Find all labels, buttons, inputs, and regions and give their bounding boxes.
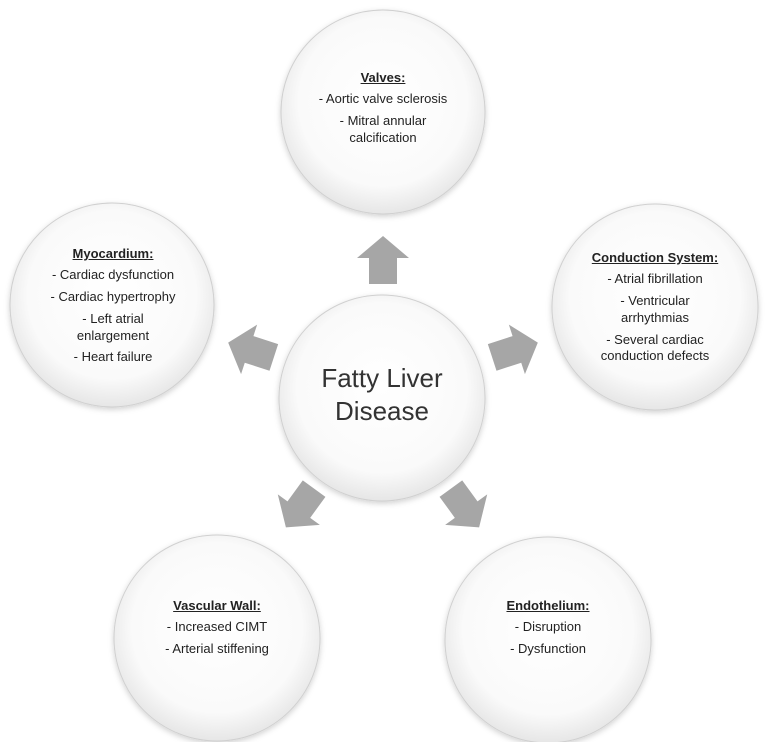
node-myocardium: Myocardium: - Cardiac dysfunction - Card…	[18, 246, 208, 371]
node-item: - Cardiac hypertrophy	[50, 288, 176, 304]
node-endothelium: Endothelium: - Disruption - Dysfunction	[453, 598, 643, 663]
node-heading: Conduction System:	[591, 250, 719, 265]
center-circle	[278, 294, 486, 502]
node-item: - Dysfunction	[510, 640, 586, 656]
node-item: - Ventricular arrhythmias	[620, 292, 690, 325]
node-item: - Increased CIMT	[166, 618, 268, 634]
node-heading: Vascular Wall:	[173, 598, 261, 613]
node-conduction-system: Conduction System: - Atrial fibrillation…	[560, 250, 750, 370]
node-vascular-wall: Vascular Wall: - Increased CIMT - Arteri…	[122, 598, 312, 663]
node-item: - Mitral annular calcification	[339, 112, 427, 145]
node-valves: Valves: - Aortic valve sclerosis - Mitra…	[288, 70, 478, 152]
node-heading: Endothelium:	[506, 598, 590, 613]
arrow-to-vascular-wall	[277, 480, 326, 528]
arrow-to-endothelium	[439, 480, 488, 528]
circle-valves	[280, 9, 486, 215]
node-heading: Valves:	[360, 70, 406, 85]
node-item: - Cardiac dysfunction	[51, 266, 175, 282]
node-item: - Arterial stiffening	[165, 640, 269, 656]
circle-endothelium	[444, 536, 652, 742]
node-item: - Left atrial enlargement	[76, 310, 150, 343]
center-label-line2: Disease	[335, 395, 429, 426]
circle-conduction-system	[551, 203, 759, 411]
arrow-to-conduction-system	[487, 324, 538, 375]
node-item: - Several cardiac conduction defects	[600, 331, 710, 364]
circle-myocardium	[9, 202, 215, 408]
node-item: - Aortic valve sclerosis	[318, 90, 448, 106]
node-item: - Atrial fibrillation	[607, 270, 703, 286]
node-heading: Myocardium:	[72, 246, 154, 261]
circle-vascular-wall	[113, 534, 321, 742]
arrow-to-valves	[357, 236, 409, 284]
center-label-line1: Fatty Liver	[321, 363, 443, 393]
center-label: Fatty Liver Disease	[282, 362, 482, 427]
node-item: - Heart failure	[73, 349, 153, 365]
node-item: - Disruption	[514, 618, 582, 634]
arrow-to-myocardium	[228, 324, 279, 375]
